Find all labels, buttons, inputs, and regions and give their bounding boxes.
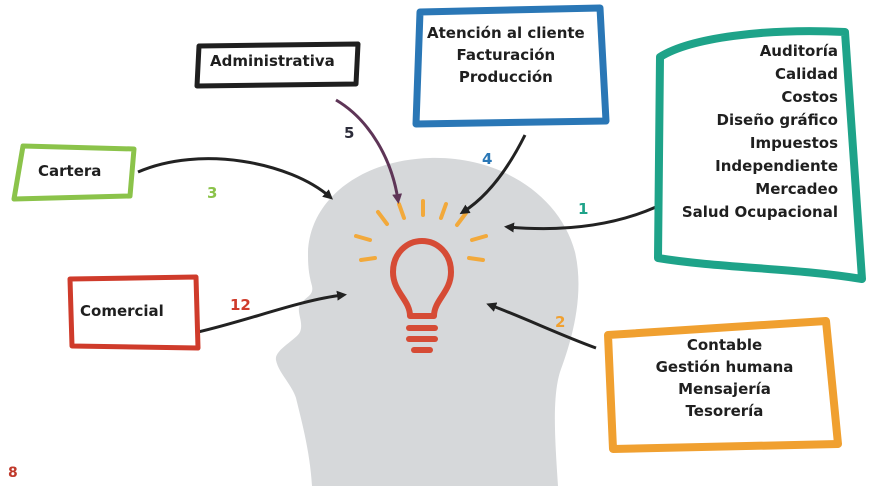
box-line: Independiente <box>715 157 838 175</box>
arrow-contable <box>486 302 597 350</box>
box-line: Facturación <box>456 46 556 64</box>
box-line: Costos <box>781 88 838 106</box>
idea-rays <box>354 199 488 262</box>
box-line: Cartera <box>38 162 102 180</box>
box-comercial: Comercial <box>80 300 164 322</box>
box-cartera: Cartera <box>38 160 101 182</box>
box-line: Tesorería <box>685 402 764 420</box>
page-number: 8 <box>8 465 18 481</box>
box-atencion: Atención al cliente Facturación Producci… <box>427 22 585 88</box>
count-comercial: 12 <box>230 296 251 314</box>
box-line: Mensajería <box>678 380 771 398</box>
box-line: Diseño gráfico <box>716 111 838 129</box>
arrow-auditoria <box>504 205 657 233</box>
box-administrativa: Administrativa <box>210 50 335 72</box>
box-line: Gestión humana <box>655 358 794 376</box>
box-borders <box>11 4 866 453</box>
arrow-atencion <box>459 134 527 215</box>
arrow-comercial <box>197 290 347 334</box>
box-line: Administrativa <box>210 52 335 70</box>
count-administrativa: 5 <box>344 124 355 142</box>
count-auditoria: 1 <box>578 200 589 218</box>
box-line: Impuestos <box>749 134 838 152</box>
arrow-cartera <box>137 157 334 200</box>
light-bulb-icon <box>390 238 454 353</box>
box-line: Comercial <box>80 302 164 320</box>
box-line: Contable <box>686 336 763 354</box>
count-cartera: 3 <box>207 184 218 202</box>
box-auditoria: Auditoría Calidad Costos Diseño gráfico … <box>668 40 838 224</box>
box-contable: Contable Gestión humana Mensajería Tesor… <box>622 334 827 422</box>
box-line: Auditoría <box>759 42 838 60</box>
head-silhouette <box>275 157 579 486</box>
count-atencion: 4 <box>482 150 493 168</box>
box-line: Salud Ocupacional <box>681 203 838 221</box>
box-line: Calidad <box>774 65 838 83</box>
count-contable: 2 <box>555 313 566 331</box>
box-line: Atención al cliente <box>427 24 585 42</box>
arrow-administrativa <box>335 98 403 204</box>
box-line: Producción <box>458 68 553 86</box>
box-line: Mercadeo <box>755 180 838 198</box>
